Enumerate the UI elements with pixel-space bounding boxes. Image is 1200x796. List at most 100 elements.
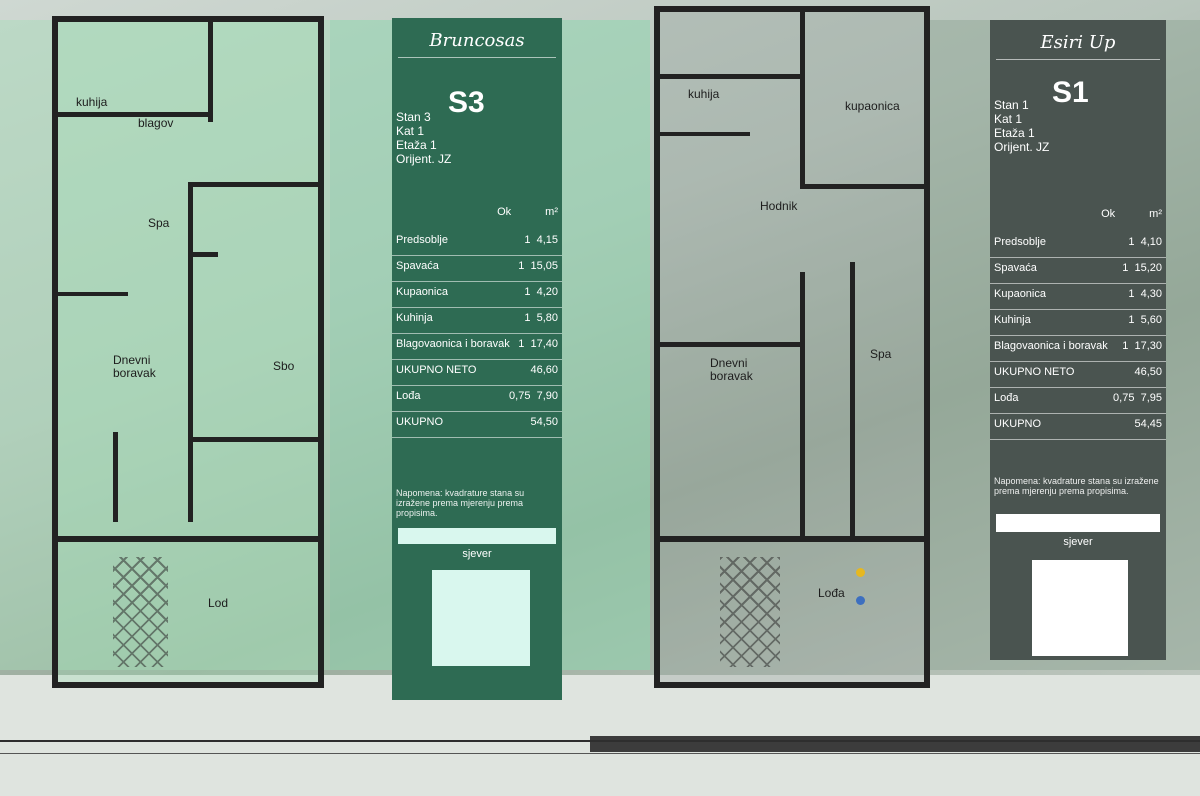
brand-logo-right: Esiri Up [996,20,1160,60]
terrace-hatch [113,557,168,667]
unit-code-right: S1 [1052,76,1089,109]
col-header: m² [1149,208,1162,220]
terrace-left: Lod [58,536,318,682]
terrace-hatch [720,557,780,667]
footnote-left: Napomena: kvadrature stana su izražene p… [396,488,525,518]
row-area: 17,30 [1134,340,1162,352]
wall [660,74,800,79]
room-label-bathroom: Sbo [273,359,295,373]
row-qty: 1 [518,260,525,272]
room-label-bathroom: kupaonica [845,99,900,113]
row-area: 54,45 [1134,418,1162,430]
row-area: 4,15 [536,234,558,246]
table-row: UKUPNO NETO 46,60 [392,360,562,386]
room-label-living: Dnevni boravak [113,353,156,380]
row-name: UKUPNO NETO [396,364,477,376]
row-area: 7,90 [536,390,558,402]
row-name: Predsoblje [994,236,1046,248]
wall [58,292,128,296]
row-name: Kuhinja [994,314,1031,326]
row-name: Blagovaonica i boravak [396,338,510,350]
table-row: Predsoblje 1 4,15 [392,230,562,256]
row-qty: 0,75 [509,390,531,402]
bottom-rule-thin [0,753,1200,754]
wall [800,272,805,542]
room-label-loggia: Lod [208,596,229,610]
table-row: Blagovaonica i boravak 1 17,40 [392,334,562,360]
table-row: Kupaonica 1 4,30 [990,284,1166,310]
row-area: 46,50 [1134,366,1162,378]
row-name: Kuhinja [396,312,433,324]
info-line: Stan 1 [994,98,1029,112]
compass-label-left: sjever [462,548,492,560]
marker-blue [856,596,865,605]
row-qty: 1 [1122,340,1129,352]
brand-logo-left: Bruncosas [398,18,556,58]
table-header-right: Ok m² [994,208,1162,220]
row-name: UKUPNO NETO [994,366,1075,378]
bottom-band [0,675,1200,796]
row-area: 4,30 [1140,288,1162,300]
row-area: 46,60 [530,364,558,376]
room-label-loggia: Lođa [818,586,845,600]
room-label-hall: Hodnik [760,199,798,213]
row-name: Lođa [396,390,421,402]
row-name: Spavaća [396,260,439,272]
wall [58,112,208,117]
table-header-left: Ok m² [396,206,558,218]
row-qty: 1 [1128,236,1135,248]
row-qty: 1 [524,234,531,246]
info-line: Etaža 1 [396,138,437,152]
row-qty: 1 [524,312,531,324]
table-row: Blagovaonica i boravak 1 17,30 [990,336,1166,362]
info-line: Orijent. JZ [396,152,452,166]
row-name: Lođa [994,392,1019,404]
location-thumbnail-left [432,570,530,666]
room-label-living: Dnevni boravak [710,356,753,383]
unit-code-left: S3 [448,86,485,119]
info-panel-right: Esiri Up S1 Stan 1 Kat 1 Etaža 1 Orijent… [990,20,1166,660]
row-qty: 1 [1128,288,1135,300]
room-label-dining: blagov [138,116,174,130]
marker-yellow [856,568,865,577]
table-row: UKUPNO NETO 46,50 [990,362,1166,388]
wall [113,432,118,522]
row-name: Kupaonica [994,288,1046,300]
bottom-dark-strip [590,736,1200,752]
info-line: Orijent. JZ [994,140,1050,154]
col-header: Ok [497,206,512,218]
row-name: Blagovaonica i boravak [994,340,1108,352]
location-thumbnail-right [1032,560,1128,656]
wall [800,184,924,189]
row-area: 5,60 [1140,314,1162,326]
compass-label-right: sjever [1063,536,1093,548]
col-header: m² [545,206,558,218]
label-bar-left [398,528,556,544]
wall [188,182,193,522]
wall [193,252,218,257]
table-row: UKUPNO 54,50 [392,412,562,438]
row-area: 17,40 [530,338,558,350]
row-name: Spavaća [994,262,1037,274]
row-qty: 1 [518,338,525,350]
wall [193,182,318,187]
row-name: Predsoblje [396,234,448,246]
row-name: UKUPNO [396,416,444,428]
table-row: UKUPNO 54,45 [990,414,1166,440]
wall [193,437,318,442]
wall [850,262,855,542]
info-line: Stan 3 [396,110,431,124]
row-qty: 1 [524,286,531,298]
col-header: Ok [1101,208,1116,220]
wall [800,12,805,184]
info-line: Etaža 1 [994,126,1035,140]
